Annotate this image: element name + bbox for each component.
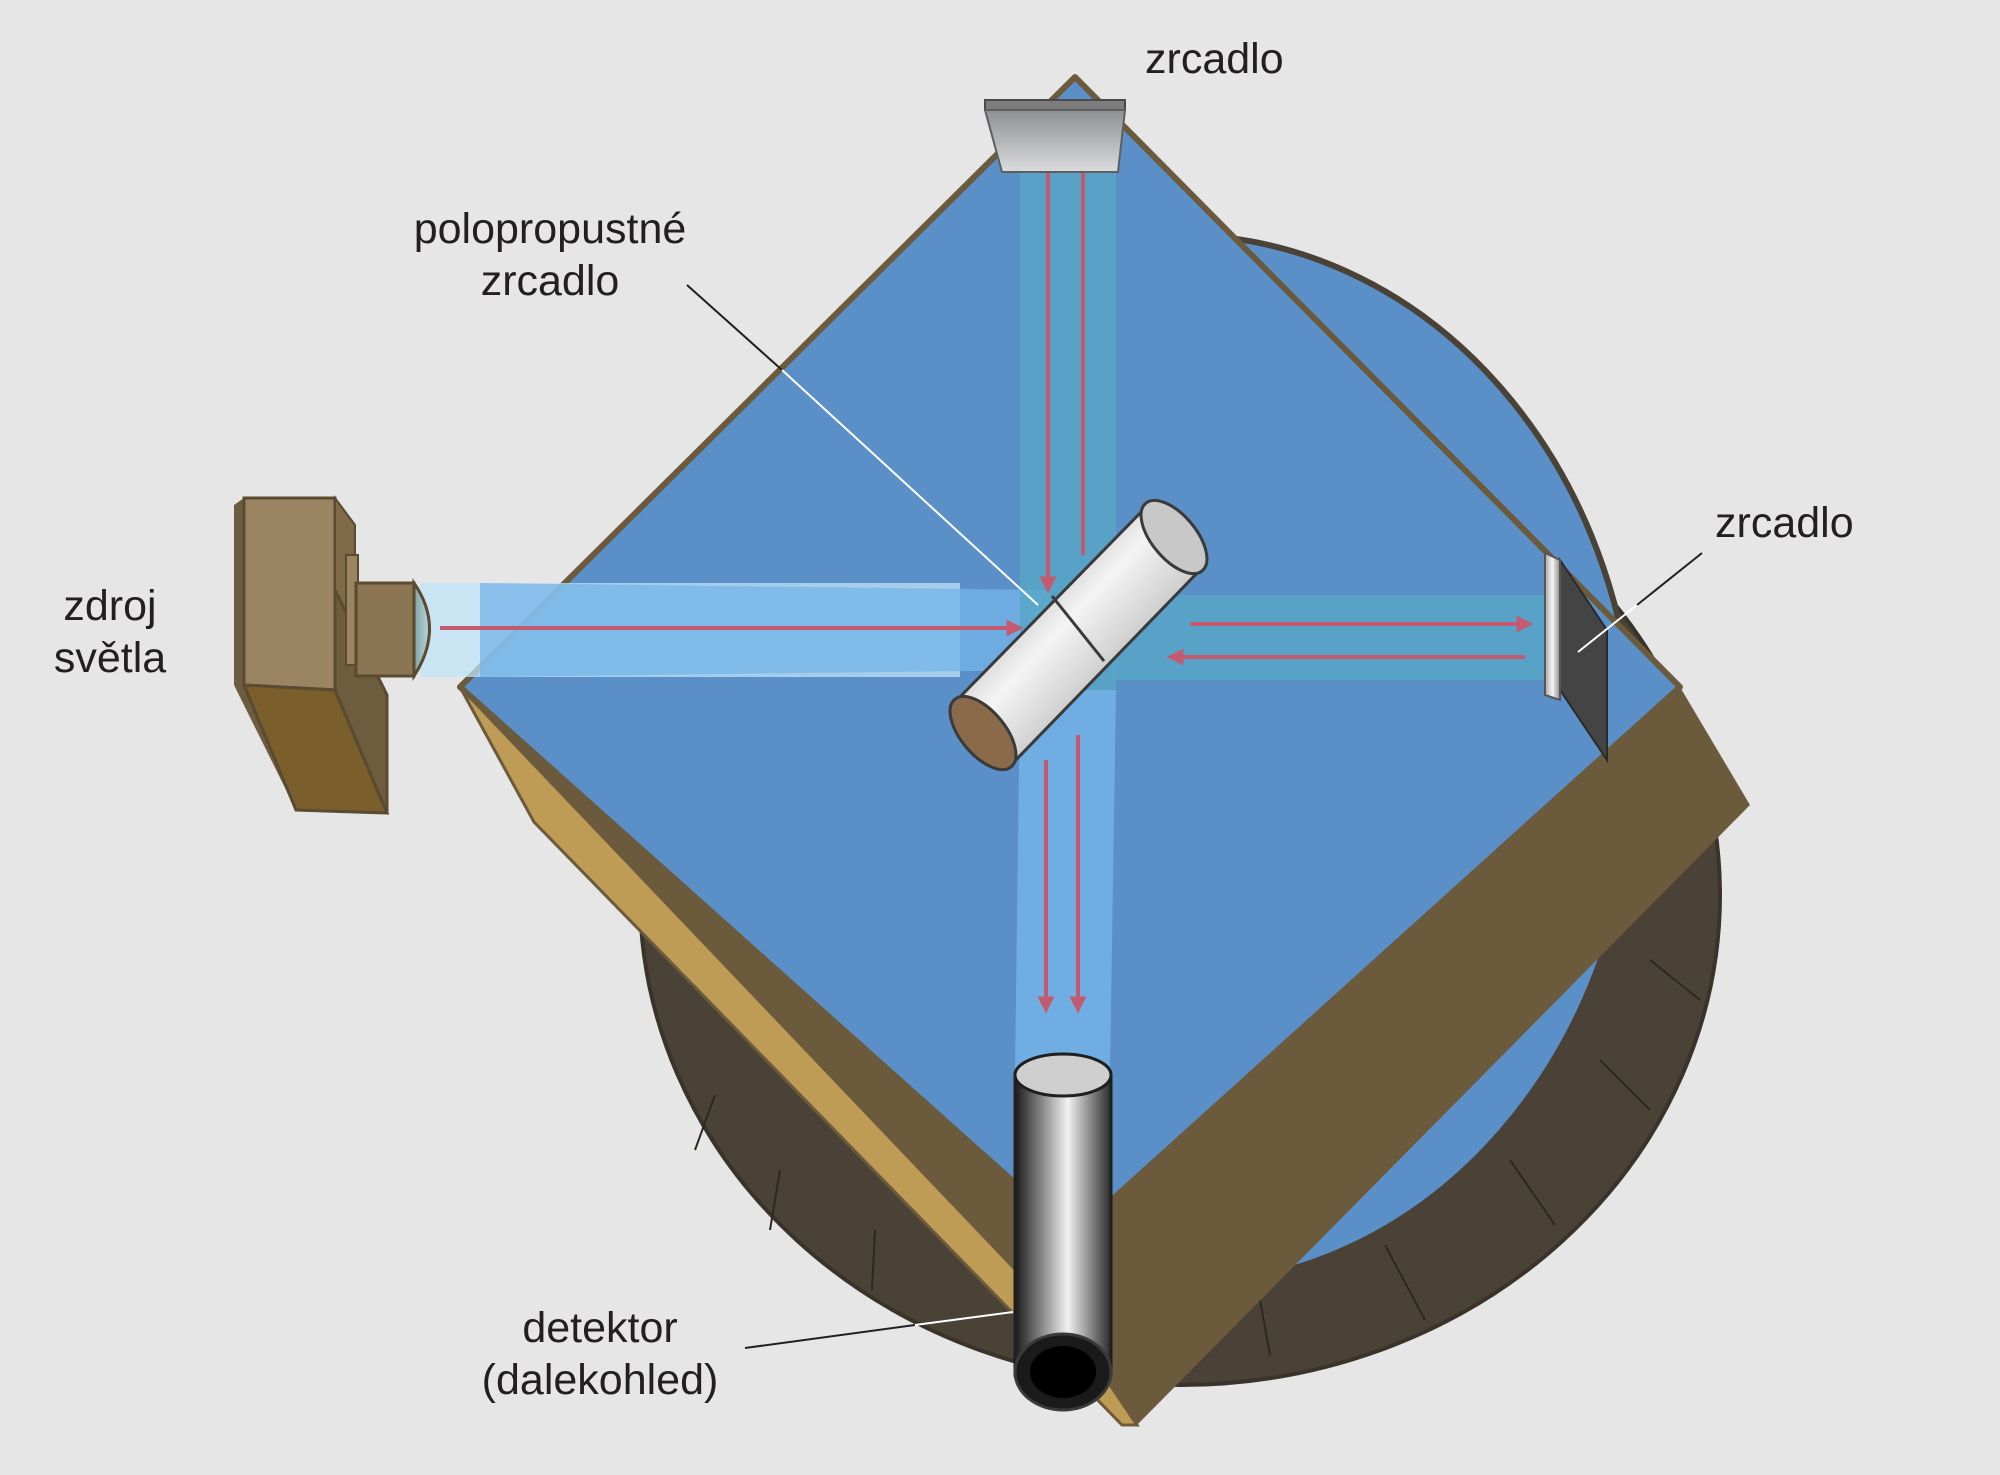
light-source-label: zdroj světla (53, 582, 167, 682)
right-mirror-label: zrcadlo (1715, 499, 1854, 547)
beam-splitter-label: polopropustné zrcadlo (413, 205, 687, 305)
light-source-icon (234, 494, 431, 815)
detector-telescope-icon (1013, 1052, 1113, 1412)
leader-lines (686, 284, 1703, 1349)
rim-segment-lines (694, 959, 1701, 1356)
top-mirror-icon (983, 99, 1127, 173)
top-mirror-label: zrcadlo (1145, 35, 1284, 83)
right-mirror-icon (1544, 551, 1608, 764)
light-rays (440, 139, 1534, 1014)
beam-splitter-icon (948, 498, 1209, 772)
detector-label: detektor (dalekohled) (481, 1304, 719, 1404)
